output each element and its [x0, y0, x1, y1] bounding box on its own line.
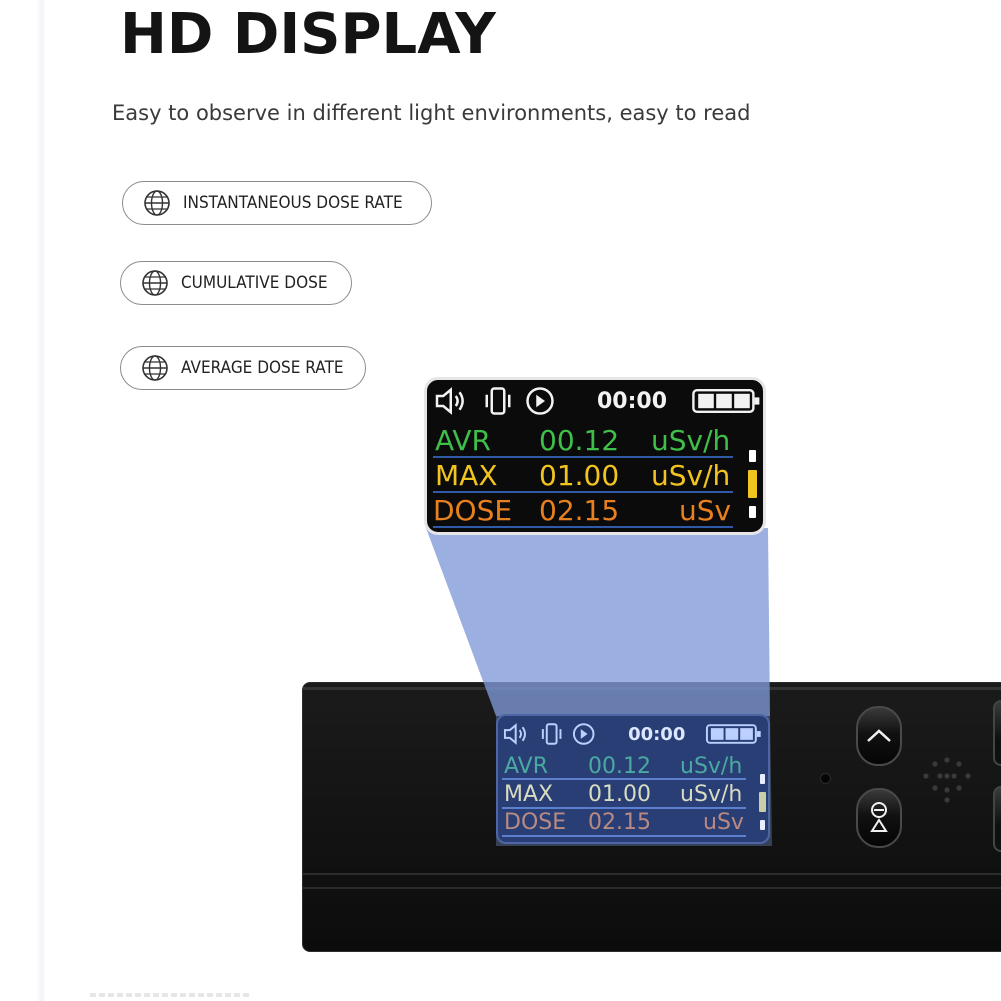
- power-mode-icon: [870, 802, 888, 832]
- device-groove: [303, 887, 1001, 889]
- reading-unit: uSv/h: [680, 754, 743, 779]
- level-indicator: [748, 470, 757, 498]
- reset-pinhole[interactable]: [820, 773, 831, 784]
- up-button[interactable]: [856, 706, 902, 766]
- reading-value: 01.00: [539, 459, 620, 492]
- battery-icon: [692, 389, 760, 413]
- side-button[interactable]: [993, 786, 1001, 852]
- reading-unit: uSv/h: [651, 424, 731, 457]
- reading-label: MAX: [504, 782, 554, 807]
- feature-label: INSTANTANEOUS DOSE RATE: [183, 193, 403, 213]
- row-divider: [502, 807, 746, 809]
- reading-value: 02.15: [539, 494, 620, 527]
- reading-row-max: MAX 01.00 uSv/h: [498, 782, 768, 808]
- reading-unit: uSv/h: [651, 459, 731, 492]
- reading-label: AVR: [504, 754, 548, 779]
- enlarged-display: 00:00 AVR 00.12 uSv/h MAX 01.00 uSv/h DO…: [424, 377, 766, 535]
- faint-footer-text: [90, 993, 250, 997]
- vibration-icon: [542, 723, 562, 745]
- level-indicator: [760, 820, 765, 830]
- play-icon: [572, 723, 595, 745]
- row-divider: [502, 835, 746, 837]
- reading-row-avr: AVR 00.12 uSv/h: [427, 424, 763, 457]
- reading-value: 00.12: [588, 754, 651, 779]
- feature-pill-instantaneous-dose-rate: INSTANTANEOUS DOSE RATE: [122, 181, 432, 225]
- reading-unit: uSv: [703, 810, 744, 835]
- row-divider: [433, 456, 733, 458]
- speaker-icon: [435, 387, 464, 415]
- status-bar: 00:00: [502, 722, 764, 746]
- device-groove: [303, 873, 1001, 875]
- clock-time: 00:00: [628, 723, 686, 745]
- battery-icon: [706, 724, 762, 744]
- reading-unit: uSv/h: [680, 782, 743, 807]
- reading-label: MAX: [435, 459, 498, 492]
- level-indicator: [749, 450, 756, 462]
- power-mode-button[interactable]: [856, 788, 902, 848]
- speaker-icon: [503, 723, 526, 745]
- level-indicator: [759, 792, 766, 812]
- level-indicator: [749, 506, 756, 518]
- feature-pill-average-dose-rate: AVERAGE DOSE RATE: [120, 346, 366, 390]
- row-divider: [433, 526, 733, 528]
- reading-label: AVR: [435, 424, 491, 457]
- reading-row-dose: DOSE 02.15 uSv: [427, 494, 763, 527]
- speaker-grille-icon: [923, 757, 971, 803]
- play-icon: [526, 387, 554, 415]
- clock-time: 00:00: [597, 388, 668, 414]
- status-bar: 00:00: [433, 386, 763, 416]
- row-divider: [502, 778, 746, 780]
- up-arrow-icon: [867, 729, 891, 742]
- globe-icon: [142, 270, 168, 296]
- reading-value: 00.12: [539, 424, 620, 457]
- reading-row-max: MAX 01.00 uSv/h: [427, 459, 763, 492]
- vibration-icon: [485, 387, 511, 415]
- reading-label: DOSE: [433, 494, 513, 527]
- subtitle: Easy to observe in different light envir…: [112, 101, 751, 125]
- device-screen: 00:00 AVR 00.12 uSv/h MAX 01.00 uSv/h DO…: [496, 714, 770, 844]
- feature-label: CUMULATIVE DOSE: [181, 273, 328, 293]
- globe-icon: [142, 355, 168, 381]
- headline: HD DISPLAY: [120, 2, 496, 67]
- reading-row-dose: DOSE 02.15 uSv: [498, 810, 768, 836]
- feature-label: AVERAGE DOSE RATE: [181, 358, 344, 378]
- reading-row-avr: AVR 00.12 uSv/h: [498, 754, 768, 780]
- side-button[interactable]: [993, 700, 1001, 766]
- level-indicator: [760, 774, 765, 784]
- feature-pill-cumulative-dose: CUMULATIVE DOSE: [120, 261, 352, 305]
- reading-label: DOSE: [504, 810, 567, 835]
- reading-value: 02.15: [588, 810, 651, 835]
- page-edge-shadow: [36, 0, 46, 1001]
- device-highlight: [303, 687, 1001, 690]
- reading-unit: uSv: [679, 494, 732, 527]
- row-divider: [433, 491, 733, 493]
- globe-icon: [144, 190, 170, 216]
- reading-value: 01.00: [588, 782, 651, 807]
